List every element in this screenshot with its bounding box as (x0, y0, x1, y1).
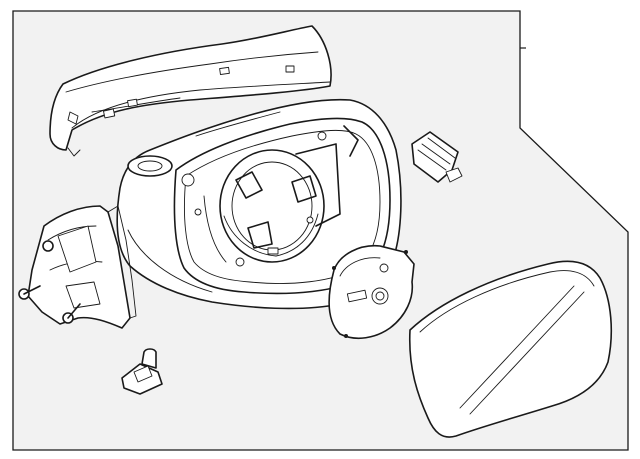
puddle-lamp-socket (121, 348, 163, 395)
glass-backing-plate (328, 245, 415, 340)
turn-signal-lamp (411, 131, 463, 183)
mirror-cover-cap (49, 25, 332, 157)
mirror-housing (116, 98, 402, 310)
mounting-bracket-base (18, 205, 137, 329)
mirror-glass (408, 260, 613, 438)
